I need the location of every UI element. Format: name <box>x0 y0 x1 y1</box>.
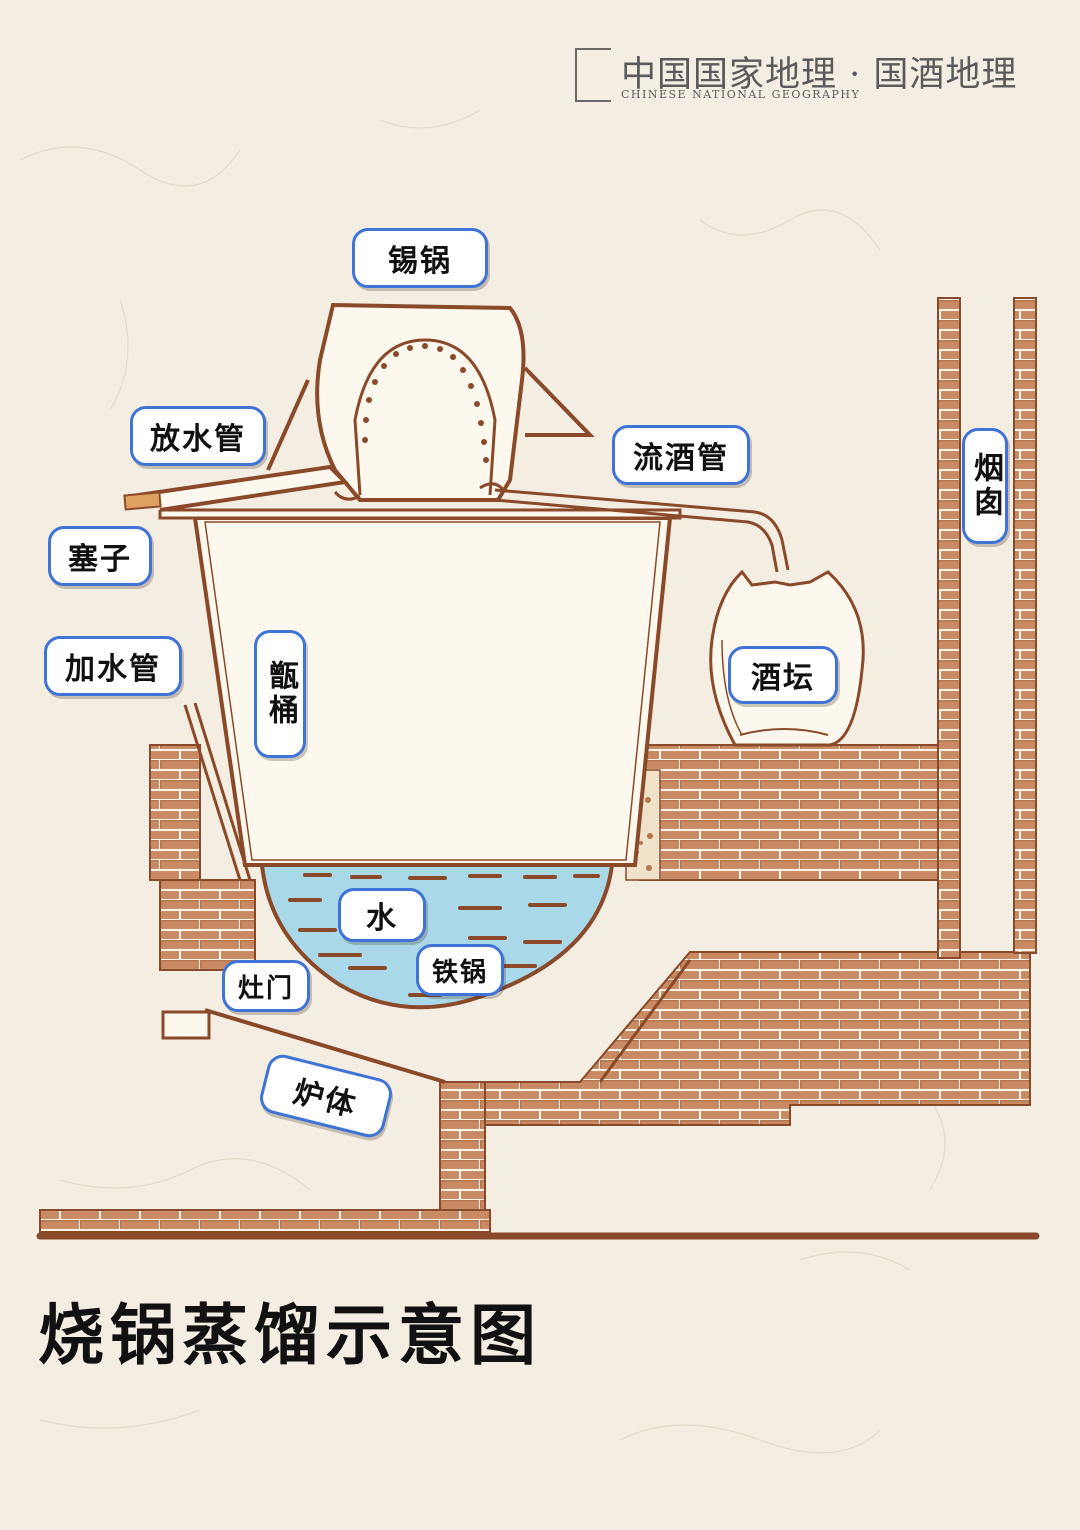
firebox-slope <box>204 1008 446 1084</box>
logo-english: CHINESE NATIONAL GEOGRAPHY <box>621 88 861 101</box>
label-liquor-pipe: 流酒管 <box>612 425 750 485</box>
label-tin-pot: 锡锅 <box>352 228 488 288</box>
left-wall-upper <box>149 744 201 881</box>
label-water-inlet-pipe: 加水管 <box>44 636 182 696</box>
chimney-left <box>937 297 961 959</box>
label-iron-pot: 铁锅 <box>416 944 504 996</box>
jar-platform <box>639 744 941 881</box>
plug <box>123 491 162 511</box>
label-liquor-jar: 酒坛 <box>728 646 838 704</box>
ground-bricks <box>39 1209 491 1233</box>
logo-chinese: 中国国家地理 · 国酒地理 <box>621 55 1018 95</box>
logo-mark <box>575 48 611 102</box>
brand-logo: 中国国家地理 · 国酒地理 CHINESE NATIONAL GEOGRAPHY <box>575 46 1045 104</box>
flue-slope <box>598 959 692 1083</box>
drain-pipe <box>124 464 350 512</box>
page-title: 烧锅蒸馏示意图 <box>38 1297 542 1374</box>
label-steamer: 甑桶 <box>254 630 306 758</box>
label-drain-pipe: 放水管 <box>130 406 266 466</box>
liquor-pipe <box>494 488 790 573</box>
label-chimney: 烟囱 <box>962 428 1008 544</box>
label-plug: 塞子 <box>48 526 152 586</box>
water-inlet-pipe <box>183 702 252 881</box>
label-stove-door: 灶门 <box>222 960 310 1012</box>
paper-texture <box>19 109 946 1454</box>
tin-pot <box>266 302 595 502</box>
furnace-pillar <box>439 1081 486 1223</box>
steamer-barrel <box>158 508 682 867</box>
left-wall-lower <box>159 879 256 971</box>
flue-wall <box>479 951 1031 1126</box>
stove-door <box>161 1010 211 1040</box>
label-water: 水 <box>338 888 426 942</box>
chimney-right <box>1013 297 1037 954</box>
